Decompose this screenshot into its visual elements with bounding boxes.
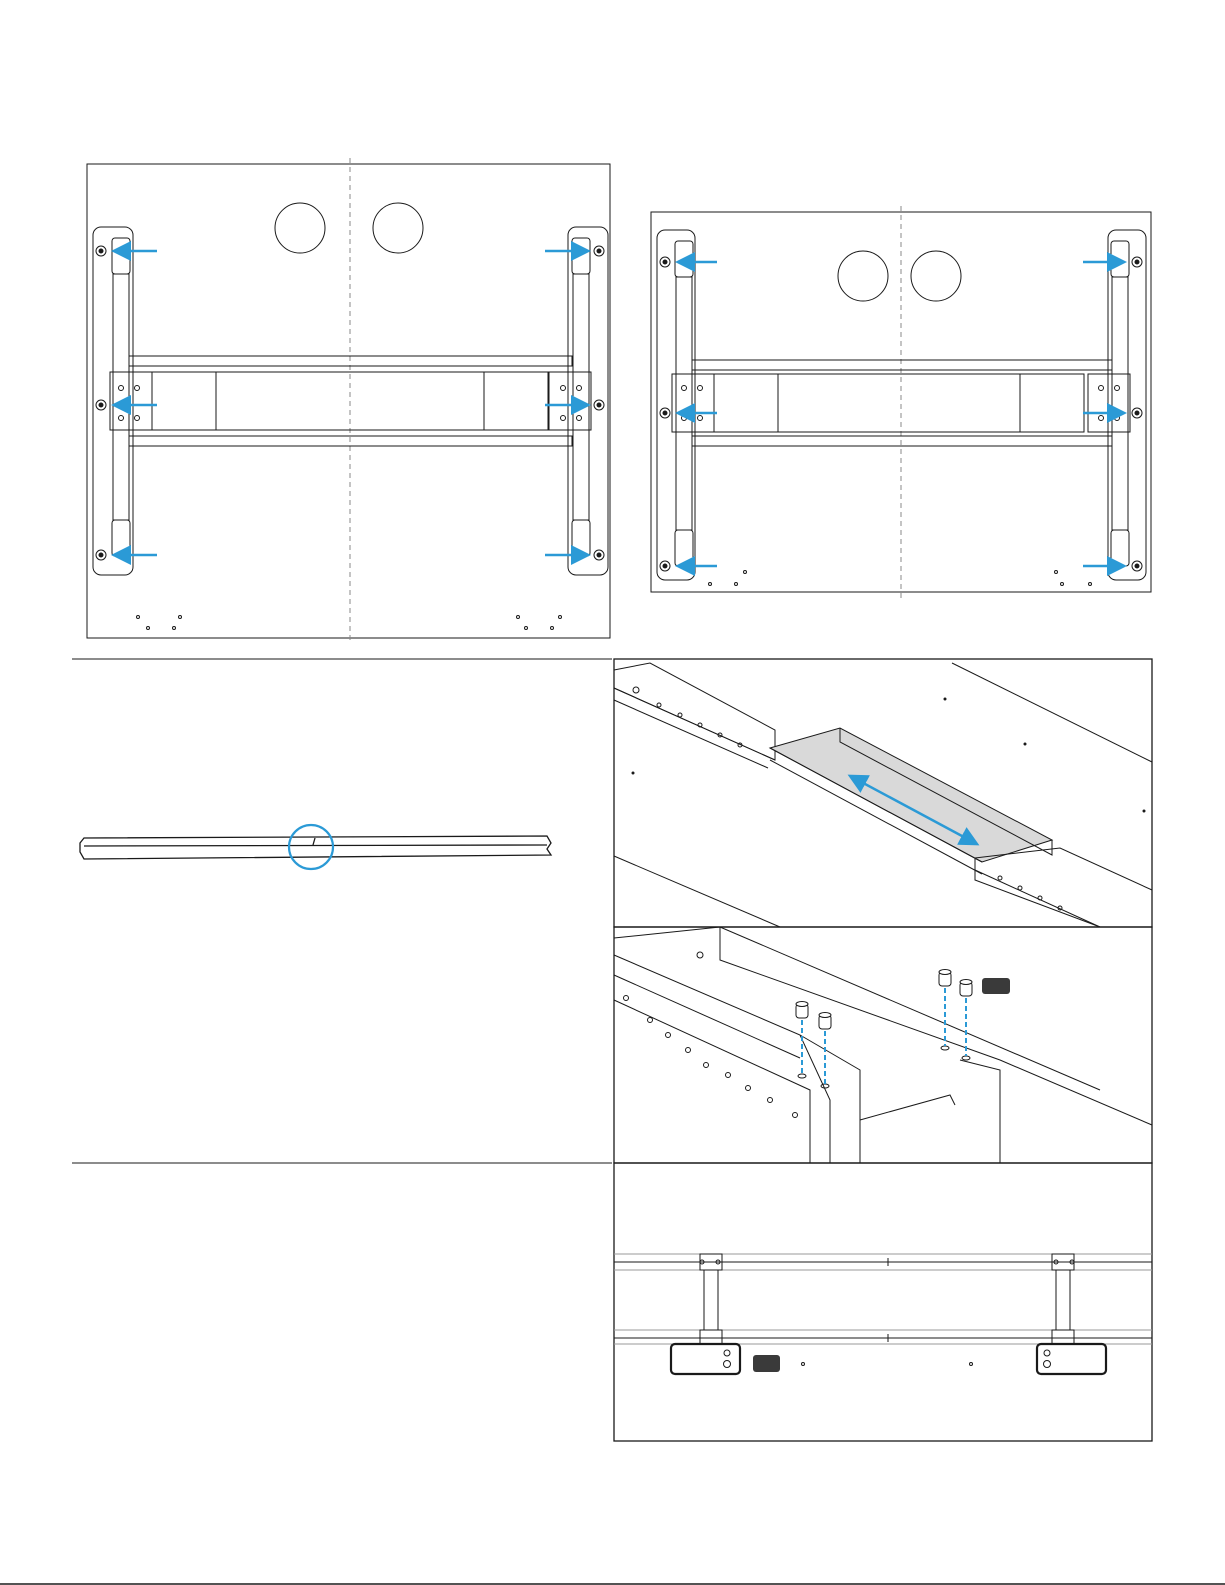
screw-guide-lines [802, 988, 966, 1084]
arrow-right-icon [545, 251, 586, 555]
part-tag-icon [982, 978, 1010, 994]
grommet-hole [275, 203, 325, 253]
rail-bracket-front-view [614, 1163, 1152, 1441]
desk-frame-top-view-narrow [87, 158, 610, 644]
rail-profile-detail [80, 825, 551, 869]
part-tag-icon [753, 1355, 780, 1372]
highlight-circle-icon [289, 825, 333, 869]
desk-frame-top-view-wide [651, 206, 1151, 598]
grommet-hole [911, 251, 961, 301]
arrow-left-icon [680, 262, 717, 566]
arrow-left-icon [116, 251, 157, 555]
arrow-right-icon [1083, 262, 1122, 566]
rail-screw-insertion [614, 927, 1152, 1163]
grommet-hole [838, 251, 888, 301]
grommet-hole [373, 203, 423, 253]
